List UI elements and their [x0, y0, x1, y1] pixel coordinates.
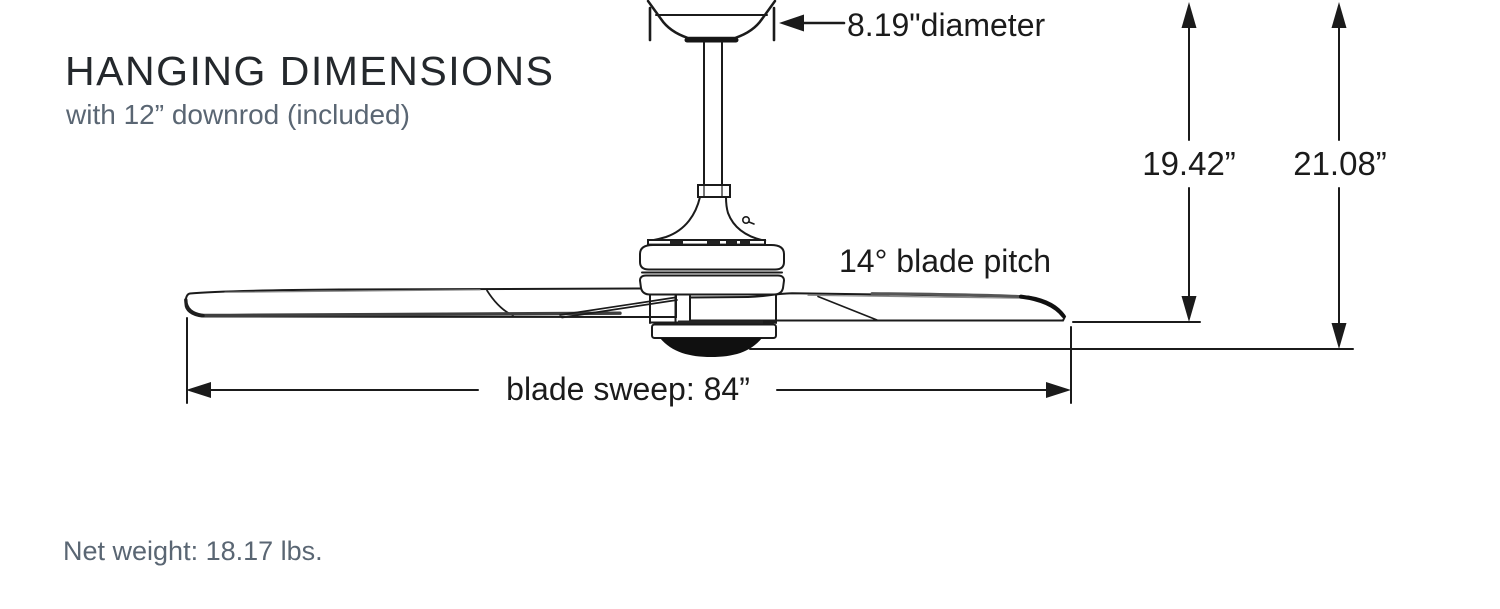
page-title: HANGING DIMENSIONS	[65, 48, 555, 94]
downrod	[703, 41, 723, 186]
page-subtitle: with 12” downrod (included)	[66, 99, 410, 130]
motor-housing	[638, 244, 786, 296]
net-weight-label: Net weight: 18.17 lbs.	[63, 536, 323, 566]
canopy-diameter-label: 8.19"diameter	[847, 7, 1046, 43]
downrod-coupling	[697, 184, 731, 198]
fan-blade-right	[689, 292, 1067, 322]
light-kit	[651, 320, 777, 357]
dimension-overall-height	[749, 2, 1354, 350]
fan-blade-left	[184, 287, 677, 319]
dimension-blade-sweep	[186, 317, 1072, 404]
height-to-blades-label: 19.42”	[1142, 145, 1236, 182]
dimension-canopy-diameter	[648, 6, 846, 42]
dimension-height-to-blades	[1072, 2, 1201, 323]
canopy	[646, 0, 777, 43]
blade-sweep-label: blade sweep: 84”	[506, 371, 750, 407]
overall-height-label: 21.08”	[1293, 145, 1387, 182]
motor-mount-cone	[647, 196, 767, 246]
blade-pitch-label: 14° blade pitch	[839, 243, 1052, 279]
